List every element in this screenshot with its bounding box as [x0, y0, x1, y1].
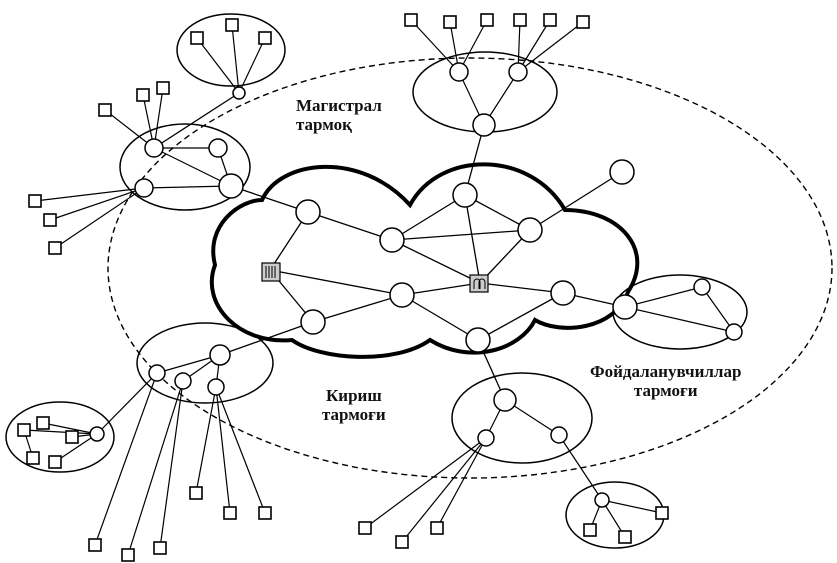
- circle-node-icon: [174, 372, 192, 390]
- square-terminal-icon: [225, 18, 239, 32]
- circle-node-icon: [594, 492, 610, 508]
- square-terminal-icon: [156, 81, 170, 95]
- square-terminal-icon: [98, 103, 112, 117]
- circle-node-icon: [725, 323, 743, 341]
- cluster-top-left: [34, 87, 251, 249]
- circle-node-icon: [300, 309, 326, 335]
- square-terminal-icon: [189, 486, 203, 500]
- square-terminal-icon: [26, 451, 40, 465]
- backbone-links: [269, 194, 564, 341]
- circle-node-icon: [208, 138, 228, 158]
- circle-node-icon: [477, 429, 495, 447]
- cluster-top-small: [176, 13, 286, 94]
- circle-node-icon: [218, 173, 244, 199]
- square-terminal-icon: [48, 241, 62, 255]
- terminal-layer: [17, 13, 669, 562]
- square-terminal-icon: [513, 13, 527, 27]
- circle-node-icon: [209, 344, 231, 366]
- circle-node-icon: [508, 62, 528, 82]
- user-label-line1: Фойдаланувчиллар: [590, 362, 742, 381]
- square-terminal-icon: [43, 213, 57, 227]
- square-terminal-icon: [543, 13, 557, 27]
- cluster-right: [612, 274, 748, 350]
- circle-node-icon: [144, 138, 164, 158]
- square-terminal-icon: [28, 194, 42, 208]
- node-layer: [89, 62, 743, 508]
- square-terminal-icon: [618, 530, 632, 544]
- square-terminal-icon: [443, 15, 457, 29]
- access-network-label: Кириш тармоғи: [322, 386, 386, 424]
- square-terminal-icon: [395, 535, 409, 549]
- square-terminal-icon: [404, 13, 418, 27]
- access-label-line1: Кириш: [325, 386, 382, 405]
- square-terminal-icon: [655, 506, 669, 520]
- square-terminal-icon: [153, 541, 167, 555]
- user-label-line2: тармоғи: [633, 381, 698, 400]
- circle-node-icon: [550, 280, 576, 306]
- circle-node-icon: [389, 282, 415, 308]
- square-terminal-icon: [136, 88, 150, 102]
- square-terminal-icon: [17, 423, 31, 437]
- circle-node-icon: [449, 62, 469, 82]
- circle-node-icon: [609, 159, 635, 185]
- circle-node-icon: [295, 199, 321, 225]
- backbone-label-line2: тармоқ: [296, 115, 352, 134]
- circle-node-icon: [89, 426, 105, 442]
- circle-node-icon: [693, 278, 711, 296]
- circle-node-icon: [465, 327, 491, 353]
- circle-node-icon: [148, 364, 166, 382]
- cluster-bottom-right: [565, 481, 665, 549]
- switch-device-icon: [261, 262, 281, 282]
- backbone-network-label: Магистрал тармоқ: [296, 96, 382, 134]
- circle-node-icon: [379, 227, 405, 253]
- square-terminal-icon: [258, 31, 272, 45]
- circle-node-icon: [612, 294, 638, 320]
- square-terminal-icon: [48, 455, 62, 469]
- circle-node-icon: [232, 86, 246, 100]
- circle-node-icon: [493, 388, 517, 412]
- square-terminal-icon: [65, 430, 79, 444]
- outer-dashed-boundary: [107, 57, 833, 479]
- square-terminal-icon: [480, 13, 494, 27]
- backbone-label-line1: Магистрал: [296, 96, 382, 115]
- circle-node-icon: [517, 217, 543, 243]
- circle-node-icon: [207, 378, 225, 396]
- circle-node-icon: [550, 426, 568, 444]
- square-terminal-icon: [583, 523, 597, 537]
- square-terminal-icon: [576, 15, 590, 29]
- circle-node-icon: [134, 178, 154, 198]
- cluster-bottom-left: [94, 322, 274, 556]
- square-terminal-icon: [88, 538, 102, 552]
- circle-node-icon: [472, 113, 496, 137]
- access-label-line2: тармоғи: [322, 405, 386, 424]
- square-terminal-icon: [430, 521, 444, 535]
- square-terminal-icon: [358, 521, 372, 535]
- cluster-bottom-center: [364, 372, 603, 543]
- square-terminal-icon: [121, 548, 135, 562]
- square-terminal-icon: [36, 416, 50, 430]
- square-terminal-icon: [190, 31, 204, 45]
- square-terminal-icon: [258, 506, 272, 520]
- user-network-label: Фойдаланувчиллар тармоғи: [590, 362, 741, 400]
- switch-device-icon: [469, 274, 489, 293]
- square-terminal-icon: [223, 506, 237, 520]
- cluster-top-right: [410, 19, 584, 133]
- circle-node-icon: [452, 182, 478, 208]
